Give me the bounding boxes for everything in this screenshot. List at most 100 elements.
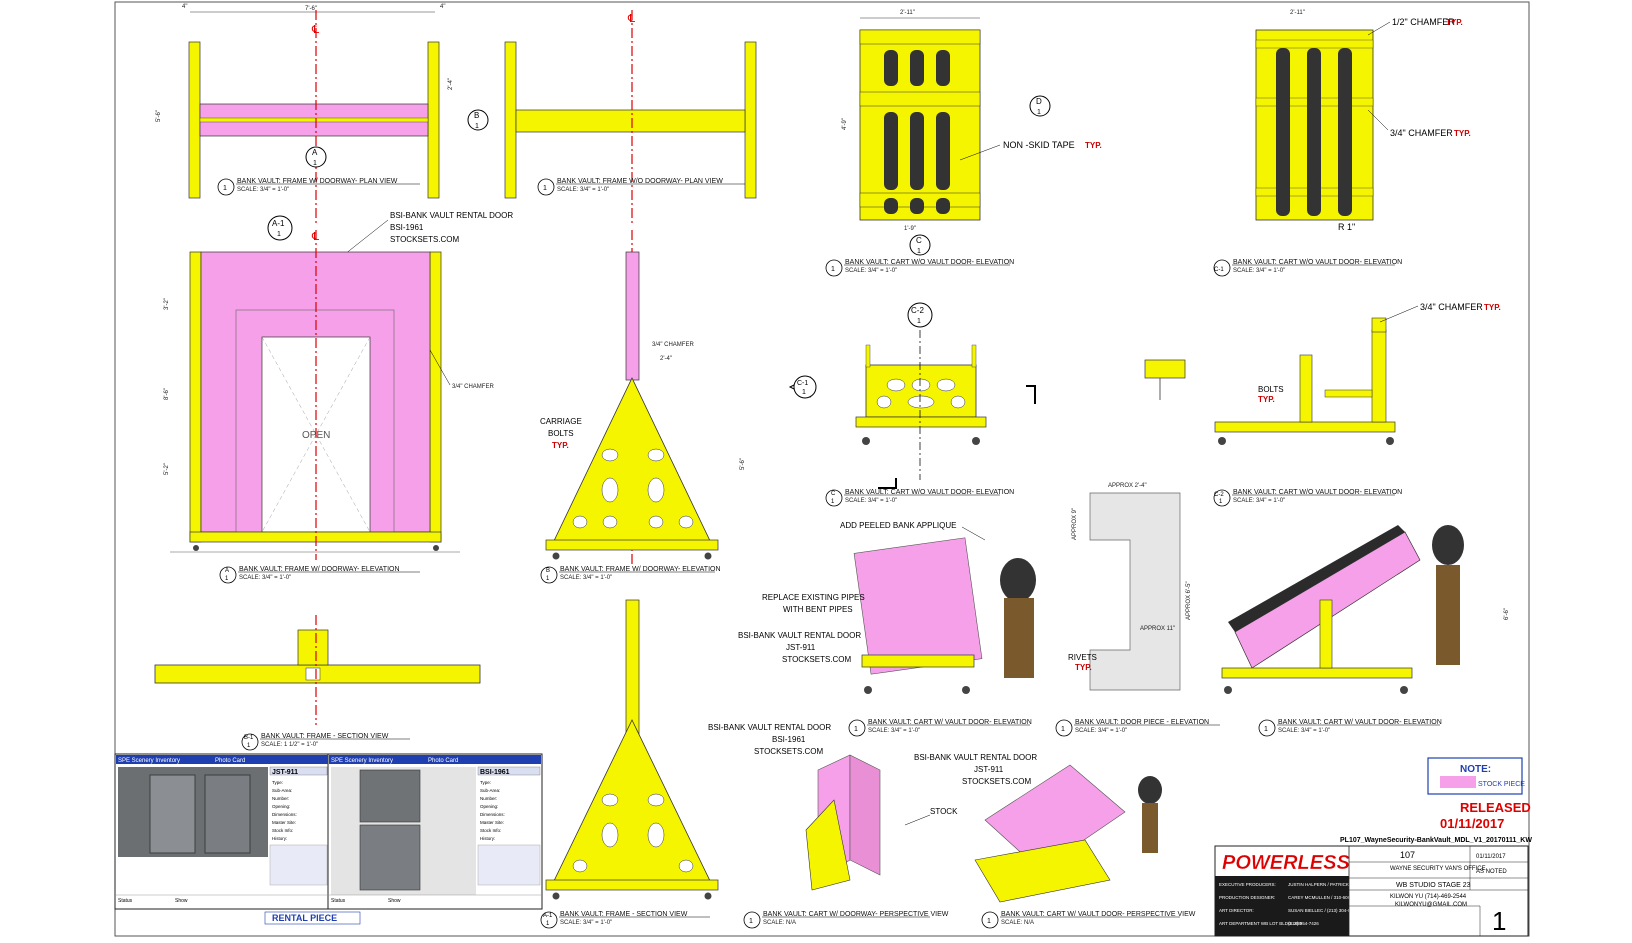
tb-credit-2-name: SUSAN BIELLEC / (213) 304-0470 <box>1288 908 1358 913</box>
card2-row-0: Type: <box>480 780 491 785</box>
tb-credit-2-role: ART DIRECTOR: <box>1219 908 1254 913</box>
dim-c1: 2'-4" <box>448 78 454 90</box>
note-chamfer-12-typ: TYP. <box>1446 18 1463 27</box>
view6-title: BANK VAULT: FRAME W/ DOORWAY- ELEVATION <box>560 566 721 573</box>
person-figure <box>1000 558 1036 602</box>
note-bsi-door-3b: BSI-1961 <box>772 735 806 744</box>
note-bolts-typ: TYP. <box>1258 395 1275 404</box>
tb-credit-0-role: EXECUTIVE PRODUCERS: <box>1219 882 1276 887</box>
note-bsi-door-1: BSI-BANK VAULT RENTAL DOOR <box>390 211 513 220</box>
dim-tri-w: 2'-4" <box>660 356 672 362</box>
legend-item: STOCK PIECE <box>1478 781 1525 788</box>
note-non-skid: NON -SKID TAPE <box>1003 140 1075 150</box>
card2-row-4: Dimensions: <box>480 812 505 817</box>
section-tag-c2-num: 1 <box>917 318 921 325</box>
card1-row-5: Master Site: <box>272 820 296 825</box>
card1-row-1: Sub-Area: <box>272 788 292 793</box>
view15-title: BANK VAULT: CART W/ VAULT DOOR- PERSPECT… <box>1001 911 1196 918</box>
card2-footer-left: Status <box>331 898 346 904</box>
note-bsi-door-2: BSI-BANK VAULT RENTAL DOOR <box>738 631 861 640</box>
dim-tri-h: 5'-6" <box>740 458 746 470</box>
section-tag-a: A <box>312 148 318 157</box>
view13-tag: A-1 <box>543 913 553 919</box>
card1-row-3: Opening: <box>272 804 290 809</box>
note-replace-2: WITH BENT PIPES <box>783 605 853 614</box>
person-figure-3 <box>1138 776 1162 804</box>
photo-card-1: SPE Scenery Inventory Photo Card JST-911… <box>116 755 328 904</box>
view10-scale: SCALE: 3/4" = 1'-0" <box>868 728 920 734</box>
tb-set: WAYNE SECURITY VAN'S OFFICE <box>1390 866 1486 872</box>
tb-credit-3-role: ART DEPARTMENT WB LOT BLDG. 280 <box>1219 921 1302 926</box>
note-stocksets-1: STOCKSETS.COM <box>390 235 460 244</box>
dim-approx-9: APPROX 9" <box>1072 508 1078 540</box>
dim-cart-height: 6'-6" <box>1504 608 1510 620</box>
view10-title: BANK VAULT: CART W/ VAULT DOOR- ELEVATIO… <box>868 719 1032 726</box>
view-perspective-doorway: BSI-BANK VAULT RENTAL DOOR BSI-1961 STOC… <box>708 723 958 929</box>
dim-door-h2: 5'-2" <box>164 463 170 475</box>
photo-card-2: SPE Scenery Inventory Photo Card BSI-196… <box>329 755 541 904</box>
view2-num: 1 <box>543 185 547 192</box>
note-chamfer-34b: 3/4" CHAMFER <box>1390 128 1453 138</box>
dim-cart-w2: 2'-11" <box>1290 10 1305 16</box>
view7-title: BANK VAULT: CART W/O VAULT DOOR- ELEVATI… <box>845 489 1014 496</box>
view1-scale: SCALE: 3/4" = 1'-0" <box>237 187 289 193</box>
view11-num: 1 <box>1061 726 1065 733</box>
release-line2: 01/11/2017 <box>1440 816 1504 831</box>
view11-scale: SCALE: 3/4" = 1'-0" <box>1075 728 1127 734</box>
view-cart-with-door: ADD PEELED BANK APPLIQUE REPLACE EXISTIN… <box>738 521 1036 737</box>
note-jst: JST-911 <box>786 643 816 652</box>
legend-swatch <box>1440 776 1476 788</box>
dim-left: 4" <box>182 4 187 10</box>
card2-footer-right: Show <box>388 898 401 904</box>
view6-tag: B <box>546 568 550 574</box>
view14-title: BANK VAULT: CART W/ DOORWAY- PERSPECTIVE… <box>763 911 949 918</box>
section-tag-d-num: 1 <box>1037 109 1041 116</box>
tb-credit-3-name: (818) 954-7426 <box>1288 921 1319 926</box>
card1-footer-right: Show <box>175 898 188 904</box>
view13-num: 1 <box>546 921 550 927</box>
view-perspective-vault-door: BSI-BANK VAULT RENTAL DOOR JST-911 STOCK… <box>914 753 1196 929</box>
dim-frame-h: 5'-6" <box>156 110 162 122</box>
section-tag-d: D <box>1036 97 1042 106</box>
view13-title: BANK VAULT: FRAME - SECTION VIEW <box>560 911 688 918</box>
tb-email: KILWONYU@GMAIL.COM <box>1395 902 1467 908</box>
view13-scale: SCALE: 3/4" = 1'-0" <box>560 920 612 926</box>
dim-cart-w: 2'-11" <box>900 10 915 16</box>
dim-cart-d: 4'-9" <box>842 118 848 130</box>
view5-scale: SCALE: 3/4" = 1'-0" <box>239 575 291 581</box>
note-non-skid-typ: TYP. <box>1085 141 1102 150</box>
section-tag-c1: C-1 <box>797 380 808 387</box>
section-tag-c1-num: 1 <box>802 389 806 396</box>
card1-row-4: Dimensions: <box>272 812 297 817</box>
card1-row-7: History: <box>272 836 287 841</box>
view9-title: BANK VAULT: FRAME - SECTION VIEW <box>261 733 389 740</box>
view2-title: BANK VAULT: FRAME W/O DOORWAY- PLAN VIEW <box>557 178 723 185</box>
tb-credit-0-name: JUSTIN HALPERN / PATRICK SCHUMACKER <box>1288 882 1383 887</box>
section-tag-a-num: 1 <box>313 160 317 167</box>
dim-door-h: 8'-6" <box>164 388 170 400</box>
release-line1: RELEASED <box>1460 800 1531 815</box>
card2-row-2: Number: <box>480 796 497 801</box>
view2-scale: SCALE: 3/4" = 1'-0" <box>557 187 609 193</box>
section-tag-b-num: 1 <box>475 123 479 130</box>
dim-approx-h: APPROX 6'-5" <box>1186 581 1192 620</box>
card2-id: BSI-1961 <box>480 769 510 776</box>
view-cart-side-c2: 3/4" CHAMFER TYP. BOLTS TYP. C-2 1 BANK … <box>1144 302 1501 507</box>
dim-approx-11: APPROX 11" <box>1140 626 1175 632</box>
card2-header: Photo Card <box>428 758 458 764</box>
note-carriage-typ: TYP. <box>552 441 569 450</box>
section-tag-a1-num: 1 <box>277 231 281 238</box>
view7-num: 1 <box>831 499 835 505</box>
note-jst-4: JST-911 <box>974 765 1004 774</box>
view8-scale: SCALE: 3/4" = 1'-0" <box>1233 498 1285 504</box>
view15-num: 1 <box>987 918 991 925</box>
note-replace-1: REPLACE EXISTING PIPES <box>762 593 865 602</box>
note-stocksets-2: STOCKSETS.COM <box>782 655 852 664</box>
centerline-mark-2: ℄ <box>627 13 635 25</box>
note-bsi-door-4: BSI-BANK VAULT RENTAL DOOR <box>914 753 1037 762</box>
view-triangle-elevation: CARRIAGE BOLTS TYP. 3/4" CHAMFER 2'-4" 5… <box>540 230 746 584</box>
view8-title: BANK VAULT: CART W/O VAULT DOOR- ELEVATI… <box>1233 489 1402 496</box>
note-carriage-1: CARRIAGE <box>540 417 582 426</box>
note-chamfer-34c-typ: TYP. <box>1484 303 1501 312</box>
